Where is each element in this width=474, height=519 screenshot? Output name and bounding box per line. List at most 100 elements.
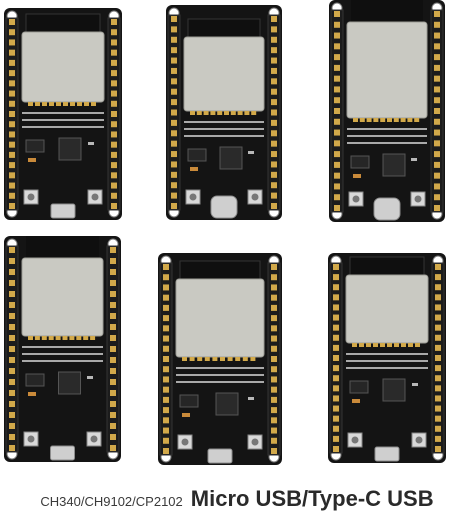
silkscreen-marking bbox=[346, 367, 428, 369]
capacitor bbox=[182, 413, 190, 417]
resistor bbox=[87, 376, 93, 379]
module-pad bbox=[203, 111, 209, 115]
chip-models-text: CH340/CH9102/CP2102 bbox=[40, 494, 183, 509]
pin bbox=[271, 26, 277, 33]
button-cap bbox=[251, 193, 259, 201]
pin bbox=[171, 203, 177, 209]
pin bbox=[171, 26, 177, 33]
usb-uart-chip bbox=[382, 153, 406, 177]
pin bbox=[434, 86, 440, 93]
pin bbox=[9, 302, 15, 308]
module-pad bbox=[380, 343, 385, 347]
pin bbox=[271, 274, 277, 281]
pin bbox=[434, 97, 440, 104]
resistor bbox=[248, 151, 254, 154]
pin bbox=[435, 355, 441, 361]
pin bbox=[333, 395, 339, 402]
micro-usb-connector bbox=[374, 446, 400, 462]
module-pad bbox=[70, 102, 75, 106]
pin bbox=[111, 59, 117, 66]
pin bbox=[334, 129, 340, 136]
pin bbox=[163, 304, 169, 311]
pin bbox=[271, 366, 277, 373]
pin bbox=[334, 172, 340, 179]
esp32-board-2 bbox=[166, 5, 282, 220]
module-pad bbox=[414, 118, 420, 122]
pin bbox=[9, 346, 15, 352]
module-pad bbox=[227, 357, 233, 361]
pin bbox=[111, 70, 117, 77]
pin bbox=[271, 356, 277, 362]
pin bbox=[9, 445, 15, 451]
pin bbox=[171, 47, 177, 54]
pin bbox=[110, 302, 116, 308]
pin bbox=[110, 390, 116, 396]
pin bbox=[9, 368, 15, 374]
pin bbox=[163, 396, 169, 403]
button-cap bbox=[27, 193, 35, 201]
silkscreen-marking bbox=[347, 128, 427, 130]
pin bbox=[435, 425, 441, 432]
pin bbox=[334, 108, 340, 114]
module-pad bbox=[56, 102, 61, 106]
pin bbox=[111, 49, 117, 56]
pin bbox=[9, 70, 15, 77]
module-pad bbox=[42, 102, 47, 106]
pin bbox=[9, 357, 15, 363]
pin bbox=[434, 11, 440, 17]
pin bbox=[163, 366, 169, 373]
pin bbox=[333, 385, 339, 392]
pin bbox=[9, 162, 15, 169]
usb-uart-chip bbox=[382, 378, 406, 402]
module-pad bbox=[400, 118, 406, 122]
antenna-area bbox=[351, 0, 423, 22]
button-cap bbox=[251, 438, 259, 446]
resistor bbox=[411, 158, 417, 161]
pin bbox=[271, 315, 277, 322]
pin bbox=[434, 32, 440, 39]
pin bbox=[333, 284, 339, 291]
pin bbox=[9, 49, 15, 56]
board-drawing bbox=[4, 236, 121, 462]
module-pad bbox=[366, 118, 372, 122]
module-pad bbox=[359, 343, 364, 347]
pin bbox=[111, 172, 117, 179]
module-pad bbox=[55, 336, 61, 340]
pin bbox=[111, 192, 117, 199]
pin bbox=[271, 325, 277, 332]
pin bbox=[271, 264, 277, 270]
module-pad bbox=[230, 111, 236, 115]
pin bbox=[111, 141, 117, 148]
silkscreen-marking bbox=[22, 119, 104, 121]
module-pad bbox=[34, 336, 40, 340]
pin bbox=[271, 448, 277, 454]
silkscreen-marking bbox=[22, 112, 104, 114]
pin bbox=[110, 346, 116, 352]
pin bbox=[9, 434, 15, 440]
pin bbox=[111, 90, 117, 97]
pin bbox=[163, 335, 169, 342]
pin bbox=[271, 78, 277, 85]
pin bbox=[435, 365, 441, 372]
module-pad bbox=[387, 343, 392, 347]
pin bbox=[111, 39, 117, 46]
resistor bbox=[88, 142, 94, 145]
pin bbox=[434, 205, 440, 211]
pin bbox=[434, 21, 440, 28]
module-pad bbox=[237, 111, 243, 115]
pin bbox=[333, 344, 339, 351]
pin bbox=[110, 423, 116, 429]
pin bbox=[334, 75, 340, 82]
module-pad bbox=[212, 357, 218, 361]
pin bbox=[435, 304, 441, 311]
pin bbox=[163, 376, 169, 383]
esp32-module-shield bbox=[183, 36, 265, 112]
pin bbox=[271, 47, 277, 54]
pin bbox=[333, 334, 339, 341]
pin bbox=[435, 435, 441, 442]
pin bbox=[271, 119, 277, 126]
pin bbox=[435, 264, 441, 270]
pin bbox=[271, 203, 277, 209]
voltage-regulator bbox=[349, 380, 369, 394]
pin bbox=[110, 434, 116, 440]
